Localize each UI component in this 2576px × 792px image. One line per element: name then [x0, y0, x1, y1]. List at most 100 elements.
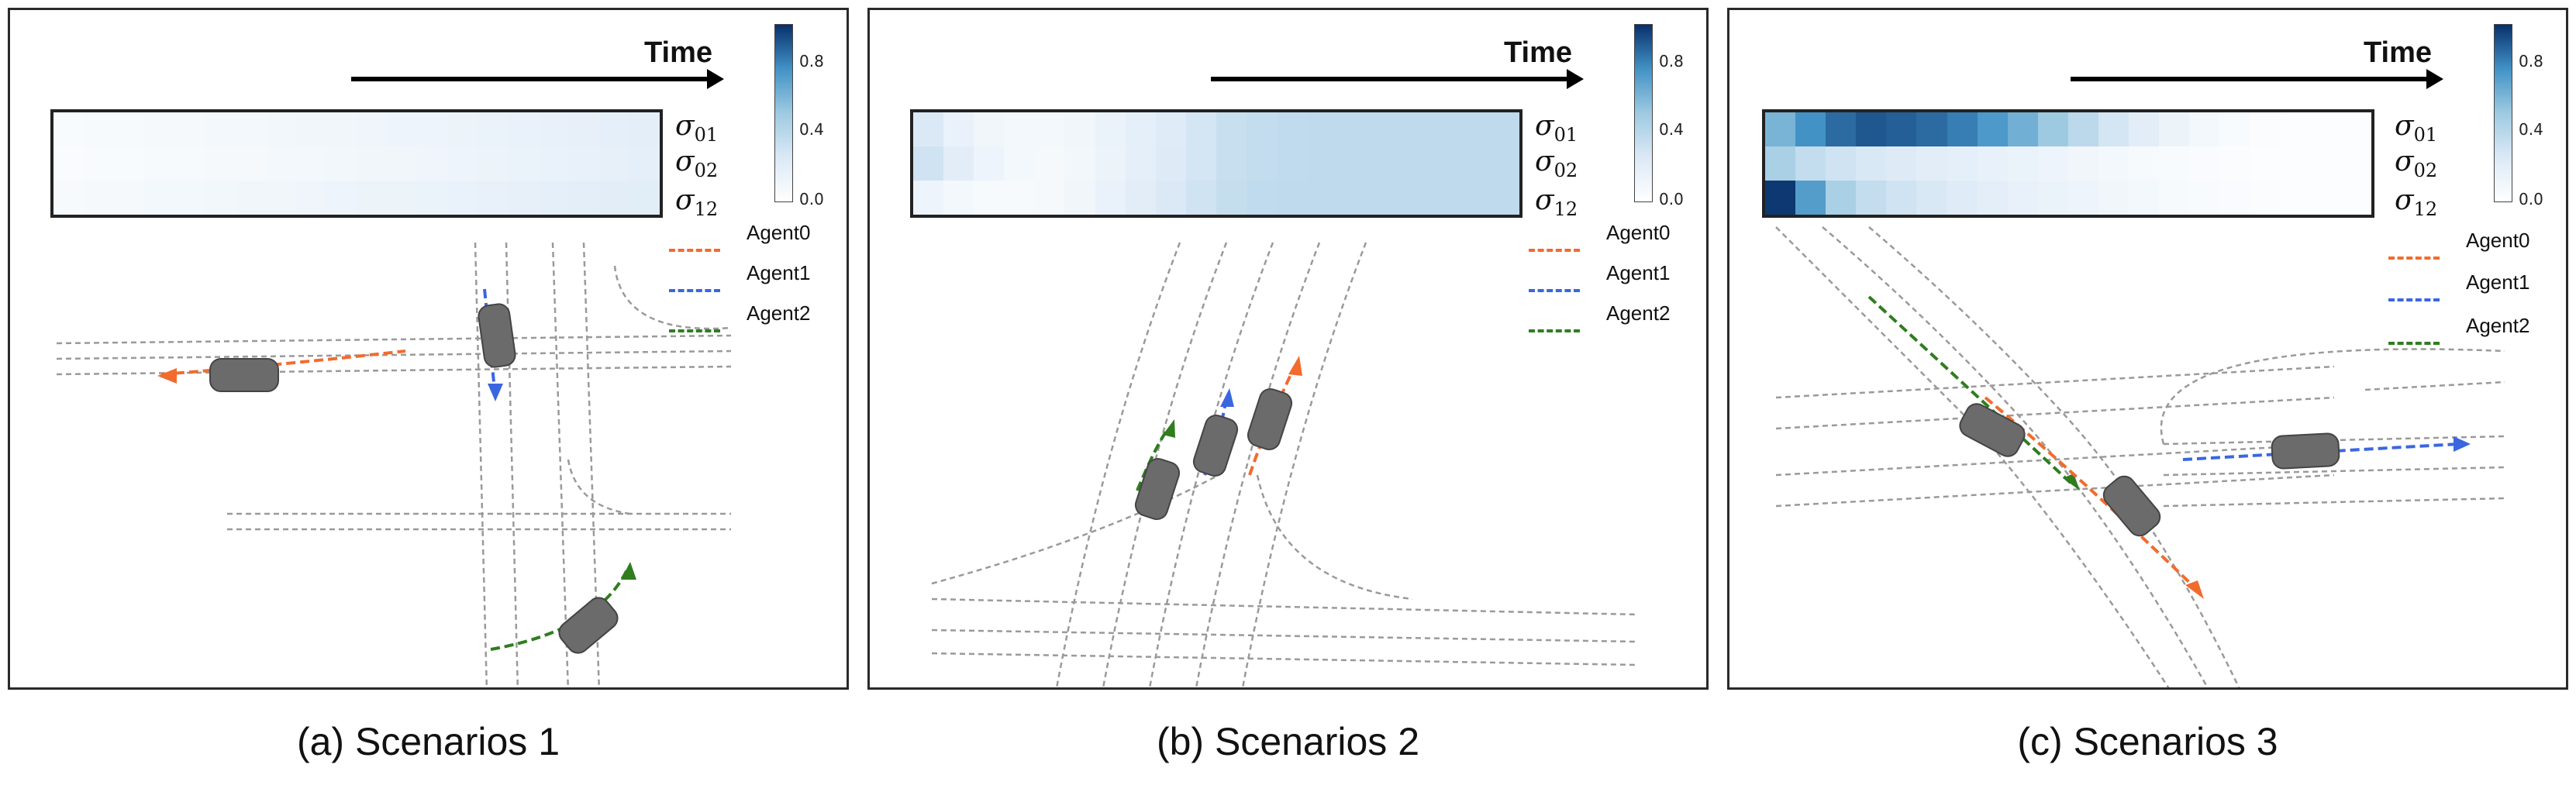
time-arrow [1211, 69, 1584, 89]
heatmap-cell [1337, 146, 1368, 181]
heatmap-cell [1826, 146, 1857, 181]
heatmap-cell [2007, 146, 2038, 181]
sigma-label: σ02 [2395, 146, 2438, 182]
legend-agent1: Agent1 [2466, 270, 2530, 294]
sigma-label: σ12 [675, 184, 719, 221]
heatmap-row [913, 146, 1519, 181]
heatmap-cell [1095, 146, 1126, 181]
time-label: Time [644, 36, 713, 69]
heatmap-cell [1034, 146, 1065, 181]
heatmap-cell [265, 146, 296, 181]
heatmap-cell [295, 112, 326, 146]
heatmap-cell [326, 146, 357, 181]
heatmap-cell [943, 146, 974, 181]
heatmap-cell [1216, 181, 1247, 215]
heatmap-cell [1034, 181, 1065, 215]
legend-agent0: Agent0 [2466, 229, 2530, 252]
heatmap-row [1765, 146, 2371, 181]
heatmap-cell [1155, 146, 1186, 181]
heatmap-cell [538, 146, 569, 181]
heatmap-row [913, 181, 1519, 215]
heatmap-cell [2189, 112, 2220, 146]
heatmap-cell [2159, 112, 2190, 146]
time-label: Time [2364, 36, 2433, 69]
heatmap-cell [913, 181, 944, 215]
heatmap-cell [1004, 146, 1035, 181]
heatmap-cell [943, 181, 974, 215]
heatmap-cell [478, 112, 509, 146]
heatmap-cell [2037, 181, 2068, 215]
heatmap-cell [1064, 146, 1095, 181]
heatmap-cell [974, 112, 1005, 146]
heatmap-cell [1004, 112, 1035, 146]
time-arrow [351, 69, 724, 89]
heatmap-cell [974, 146, 1005, 181]
heatmap-cell [205, 112, 236, 146]
heatmap-cell [2129, 112, 2160, 146]
heatmap-cell [1155, 181, 1186, 215]
heatmap-cell [1004, 181, 1035, 215]
legend-agent0: Agent0 [747, 221, 811, 244]
heatmap-cell [2067, 181, 2099, 215]
sigma-label: σ01 [1535, 110, 1578, 146]
heatmap-cell [1398, 146, 1429, 181]
heatmap-cell [53, 181, 84, 215]
colorbar-tick-high: 0.8 [799, 52, 824, 71]
heatmap-cell [1155, 112, 1186, 146]
heatmap-cell [144, 181, 175, 215]
heatmap-cell [447, 146, 478, 181]
heatmap-cell [356, 112, 388, 146]
sigma-label: σ12 [2395, 184, 2438, 221]
heatmap-row [53, 146, 660, 181]
heatmap-cell [326, 181, 357, 215]
heatmap-cell [1765, 181, 1796, 215]
heatmap-cell [2219, 146, 2250, 181]
heatmap-cell [2250, 112, 2281, 146]
heatmap-cell [235, 181, 266, 215]
heatmap-cell [2310, 146, 2341, 181]
heatmap-cell [1458, 181, 1489, 215]
heatmap-row [53, 181, 660, 215]
heatmap-cell [144, 146, 175, 181]
heatmap-cell [2067, 146, 2099, 181]
heatmap-cell [508, 112, 539, 146]
heatmap-cell [417, 181, 448, 215]
heatmap-cell [1947, 146, 1978, 181]
colorbar-tick-high: 0.8 [2519, 52, 2543, 71]
heatmap-cell [114, 112, 145, 146]
legend-line-agent0 [1529, 249, 1580, 252]
heatmap-row [1765, 112, 2371, 146]
heatmap-cell [2340, 146, 2371, 181]
heatmap-cell [478, 181, 509, 215]
heatmap-cell [447, 112, 478, 146]
heatmap-cell [1125, 146, 1156, 181]
colorbar [774, 24, 793, 202]
heatmap-cell [1247, 181, 1278, 215]
panel-scenario-2: 0.8 0.4 0.0 Time σ01 σ02 σ12 Agent0 Agen… [867, 8, 1709, 690]
heatmap-cell [568, 112, 599, 146]
caption-scenario-3: (c) Scenarios 3 [2017, 720, 2278, 763]
heatmap-cell [2219, 112, 2250, 146]
heatmap-cell [1247, 146, 1278, 181]
heatmap-cell [2189, 146, 2220, 181]
heatmap-cell [2129, 146, 2160, 181]
heatmap-cell [1826, 181, 1857, 215]
heatmap-cell [1185, 112, 1216, 146]
heatmap-cell [1856, 181, 1887, 215]
heatmap-cell [1458, 112, 1489, 146]
heatmap-cell [1765, 112, 1796, 146]
heatmap-cell [174, 112, 205, 146]
heatmap-cell [1064, 112, 1095, 146]
heatmap-cell [1886, 112, 1917, 146]
caption-scenario-1: (a) Scenarios 1 [296, 720, 560, 763]
heatmap-cell [447, 181, 478, 215]
heatmap-cell [1277, 181, 1308, 215]
heatmap-cell [974, 181, 1005, 215]
legend-agent1: Agent1 [1606, 261, 1671, 284]
colorbar [1634, 24, 1653, 202]
legend-agent1: Agent1 [747, 261, 811, 284]
heatmap-cell [1125, 112, 1156, 146]
heatmap-cell [1277, 112, 1308, 146]
heatmap-cell [1307, 181, 1338, 215]
heatmap-cell [1977, 112, 2008, 146]
